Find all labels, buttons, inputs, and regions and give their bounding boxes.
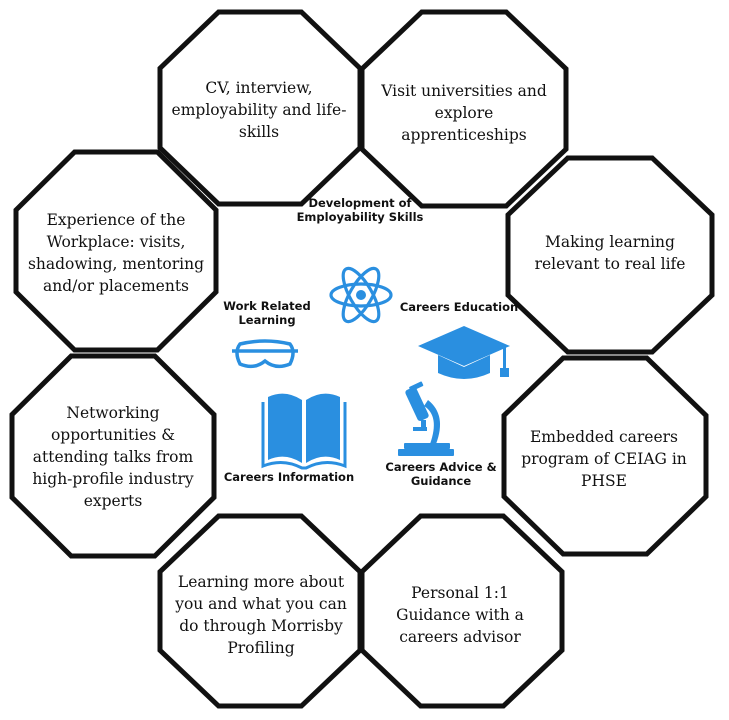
careers-advice-label: Careers Advice & Guidance bbox=[385, 460, 497, 488]
octagon-text-relevant: Making learning relevant to real life bbox=[534, 233, 686, 273]
octagon-universities bbox=[359, 9, 569, 209]
microscope-icon bbox=[398, 381, 454, 456]
octagon-text-morrisby: Learning more about you and what you can… bbox=[175, 573, 347, 657]
octagon-text-cv: CV, interview, employability and life-sk… bbox=[171, 79, 347, 141]
octagon-relevant bbox=[505, 155, 715, 355]
octagon-shapes bbox=[9, 9, 715, 709]
octagon-text-universities: Visit universities and explore apprentic… bbox=[381, 82, 547, 144]
octagon-networking bbox=[9, 353, 217, 559]
octagon-text-embedded: Embedded careers program of CEIAG in PHS… bbox=[521, 428, 687, 490]
book-icon bbox=[261, 393, 347, 470]
octagon-text-personal: Personal 1:1 Guidance with a careers adv… bbox=[396, 584, 524, 646]
octagon-embedded bbox=[501, 355, 709, 557]
graduation-cap-icon bbox=[418, 326, 510, 379]
careers-education-label: Careers Education bbox=[399, 300, 519, 314]
atom-icon bbox=[329, 266, 393, 324]
careers-information-label: Careers Information bbox=[223, 470, 355, 484]
octagon-morrisby bbox=[157, 513, 363, 709]
octagon-workplace bbox=[13, 149, 219, 353]
octagon-personal bbox=[359, 513, 565, 709]
work-related-label: Work Related Learning bbox=[223, 299, 311, 327]
octagon-text-networking: Networking opportunities & attending tal… bbox=[32, 404, 194, 510]
octagon-text-workplace: Experience of the Workplace: visits, sha… bbox=[27, 211, 205, 295]
development-label: Development of Employability Skills bbox=[296, 196, 424, 224]
goggles-icon bbox=[232, 339, 298, 369]
octagon-cv bbox=[157, 9, 363, 207]
